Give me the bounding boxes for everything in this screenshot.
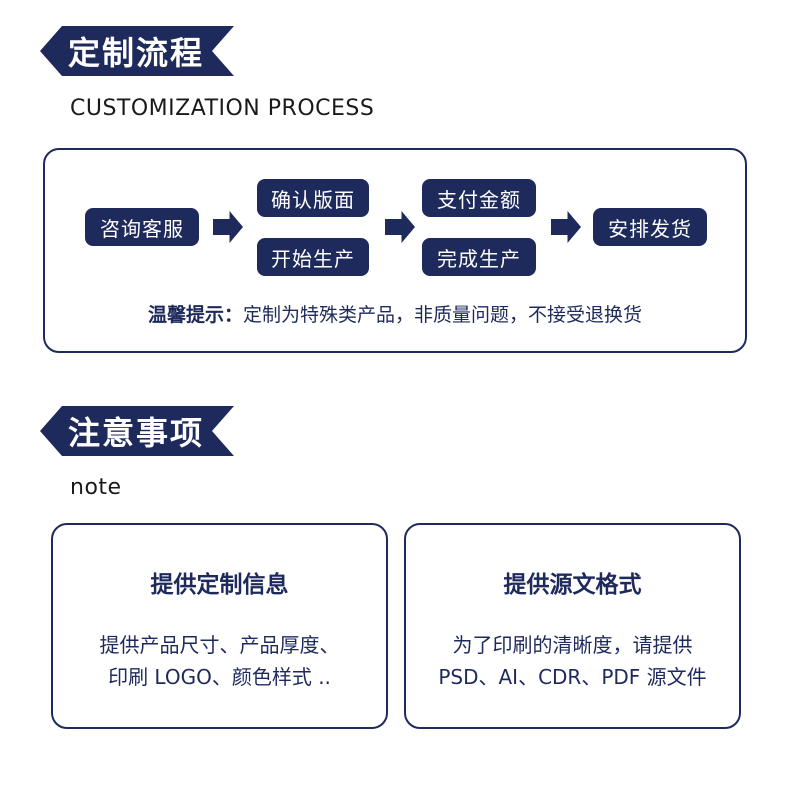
step-confirm-layout: 确认版面 [257, 179, 369, 217]
notes-title: 注意事项 [68, 414, 205, 452]
source-format-card-title: 提供源文格式 [503, 572, 642, 598]
info-card-line: 印刷 LOGO、颜色样式 .. [108, 665, 331, 689]
step-start-production: 开始生产 [257, 238, 369, 276]
step-consult: 咨询客服 [85, 208, 199, 246]
source-format-card-line: PSD、AI、CDR、PDF 源文件 [438, 665, 707, 689]
info-card-title: 提供定制信息 [150, 572, 289, 598]
process-subtitle: CUSTOMIZATION PROCESS [70, 96, 375, 121]
process-tip: 温馨提示：定制为特殊类产品，非质量问题，不接受退换货 [45, 300, 745, 327]
step-payment: 支付金额 [422, 179, 536, 217]
notes-title-banner: 注意事项 [40, 406, 234, 456]
source-format-card: 提供源文格式 为了印刷的清晰度，请提供 PSD、AI、CDR、PDF 源文件 [404, 523, 741, 729]
arrow-right-icon [213, 211, 243, 243]
source-format-card-body: 为了印刷的清晰度，请提供 PSD、AI、CDR、PDF 源文件 [406, 629, 739, 693]
arrow-right-icon [385, 211, 415, 243]
process-panel: 咨询客服 确认版面 开始生产 支付金额 完成生产 安排发货 温馨提示：定制为特殊… [43, 148, 747, 353]
process-title-banner: 定制流程 [40, 26, 234, 76]
arrow-right-icon [551, 211, 581, 243]
info-card: 提供定制信息 提供产品尺寸、产品厚度、 印刷 LOGO、颜色样式 .. [51, 523, 388, 729]
notes-subtitle: note [70, 475, 122, 500]
tip-text: 定制为特殊类产品，非质量问题，不接受退换货 [243, 304, 643, 326]
info-card-body: 提供产品尺寸、产品厚度、 印刷 LOGO、颜色样式 .. [53, 629, 386, 693]
source-format-card-line: 为了印刷的清晰度，请提供 [452, 633, 693, 657]
tip-label: 温馨提示： [147, 304, 243, 326]
step-shipping: 安排发货 [593, 208, 707, 246]
step-production-complete: 完成生产 [422, 238, 536, 276]
process-title: 定制流程 [68, 34, 205, 72]
info-card-line: 提供产品尺寸、产品厚度、 [99, 633, 340, 657]
